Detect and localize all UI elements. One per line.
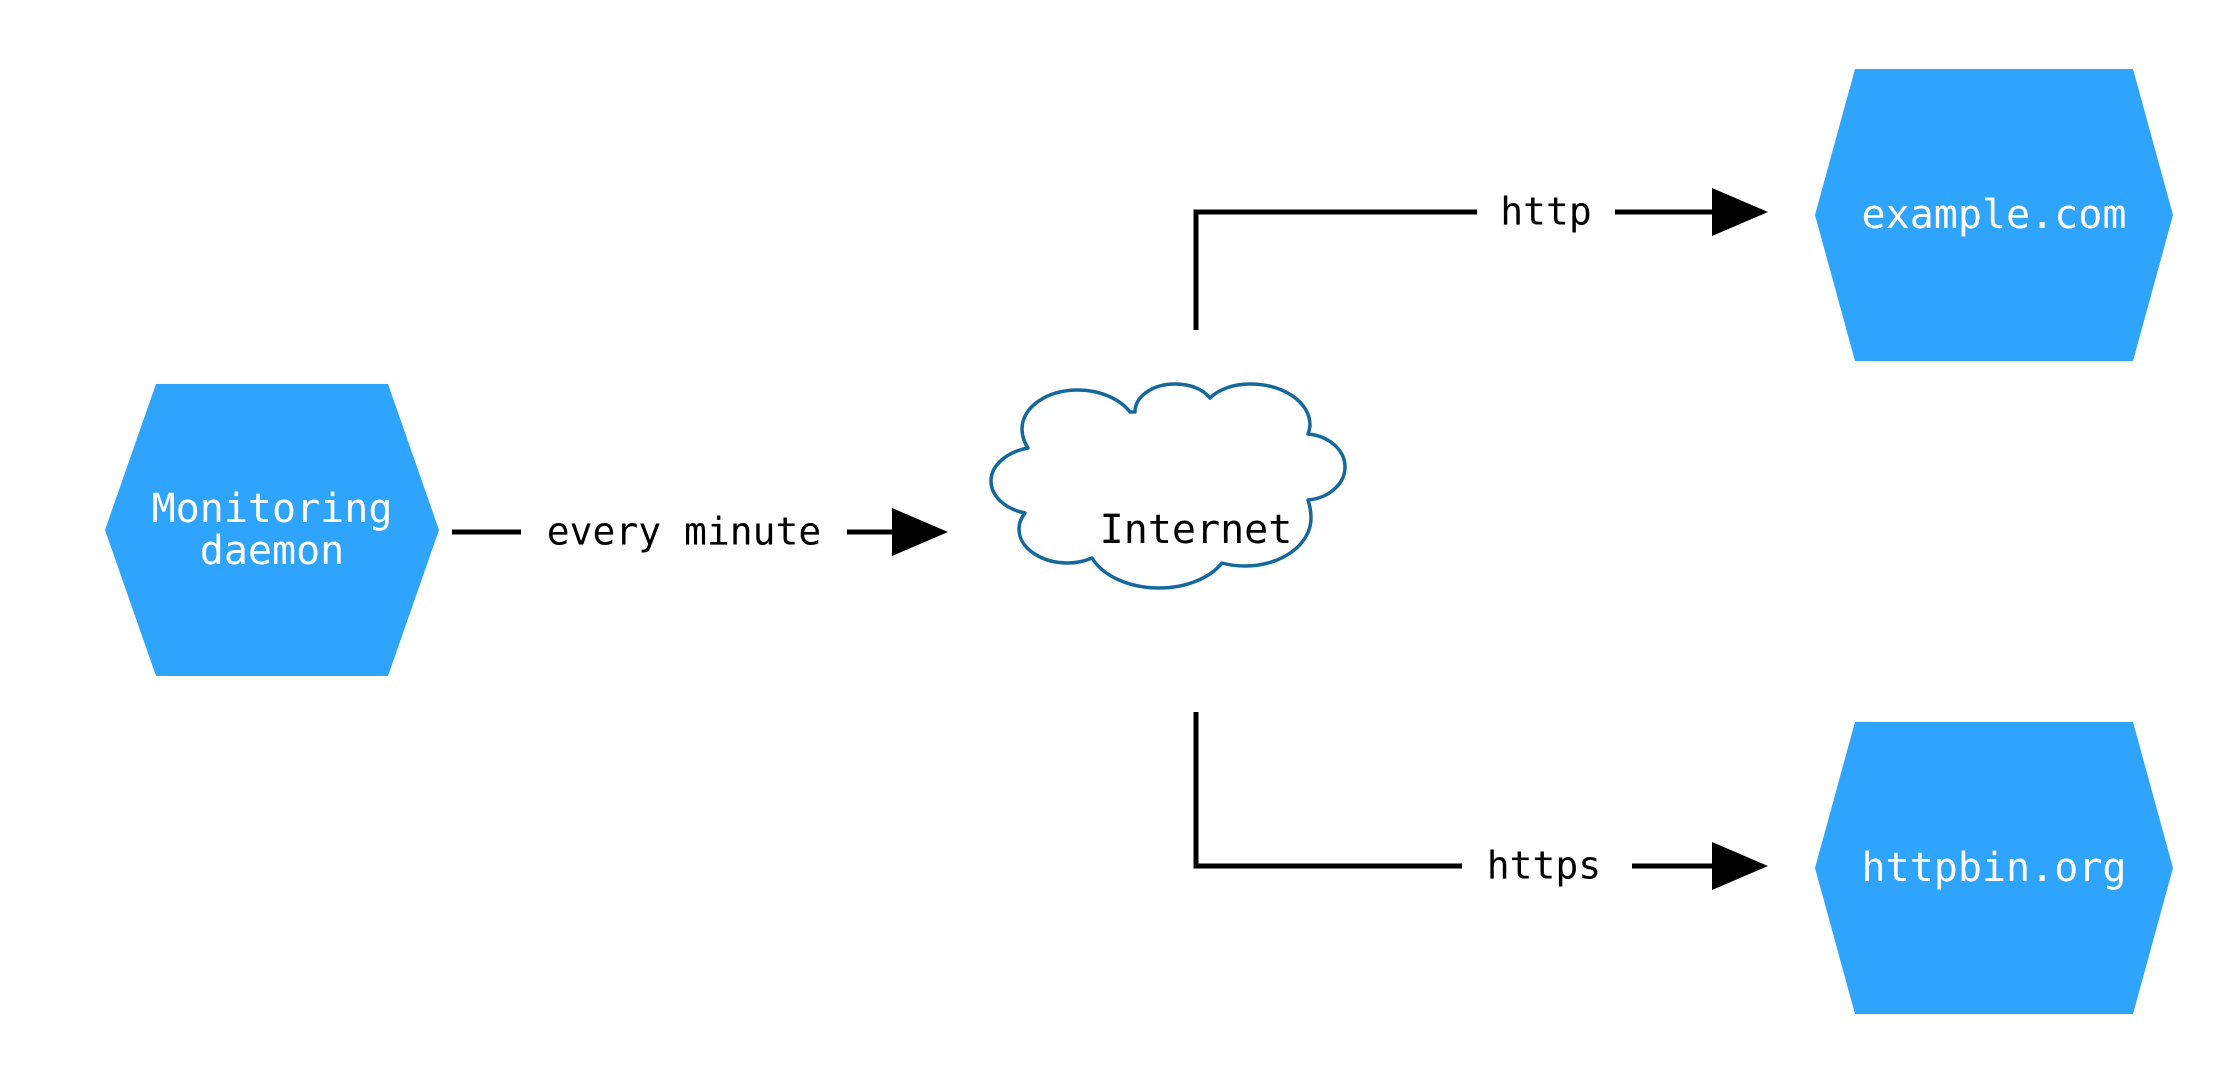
- node-httpbin-org[interactable]: httpbin.org: [1815, 722, 2173, 1014]
- node-monitoring-daemon[interactable]: Monitoring daemon: [105, 384, 439, 676]
- edge-internet-to-httpbin[interactable]: https: [1193, 712, 1768, 896]
- node-label-example-com: example.com: [1862, 192, 2127, 238]
- cloud-shape-internet: [989, 382, 1347, 590]
- arrow-head-icon: [1712, 842, 1768, 890]
- hexagon-shape-example-com: [1815, 69, 2173, 361]
- node-label-monitoring-daemon-line2: daemon: [200, 528, 345, 574]
- arrow-head-icon: [892, 508, 948, 556]
- edge-label-every-minute: every minute: [547, 510, 822, 554]
- edge-label-http: http: [1500, 190, 1592, 234]
- node-label-httpbin-org: httpbin.org: [1862, 845, 2127, 891]
- hexagon-shape-httpbin-org: [1815, 722, 2173, 1014]
- edge-internet-to-example[interactable]: http: [1193, 184, 1768, 330]
- edge-label-backdrop: [1477, 184, 1615, 242]
- edge-label-https: https: [1487, 844, 1601, 888]
- node-label-monitoring-daemon-line1: Monitoring: [152, 486, 393, 532]
- arrow-head-icon: [1712, 188, 1768, 236]
- node-internet[interactable]: Internet: [989, 382, 1347, 590]
- edge-label-backdrop: [1462, 838, 1632, 896]
- hexagon-shape-monitoring-daemon: [105, 384, 439, 676]
- edge-label-backdrop: [521, 503, 847, 561]
- edge-daemon-to-internet[interactable]: every minute: [452, 503, 948, 561]
- node-label-internet: Internet: [1100, 507, 1293, 553]
- node-example-com[interactable]: example.com: [1815, 69, 2173, 361]
